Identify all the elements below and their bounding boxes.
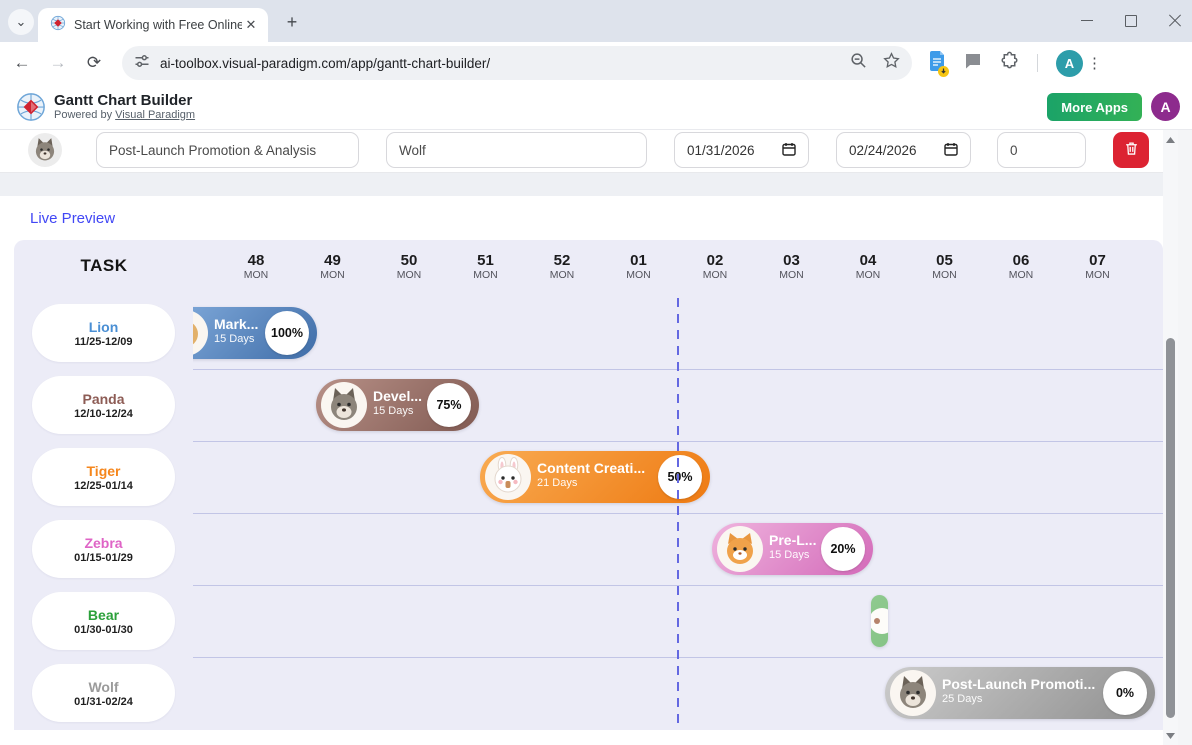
progress-input[interactable]	[997, 132, 1086, 168]
scrollbar-thumb[interactable]	[1166, 338, 1175, 718]
end-date-input[interactable]: 02/24/2026	[836, 132, 971, 168]
window-controls	[1080, 0, 1182, 42]
calendar-icon[interactable]	[782, 142, 796, 159]
bear-avatar-icon	[871, 608, 888, 634]
app-header: Gantt Chart Builder Powered by Visual Pa…	[0, 84, 1192, 130]
assignee-input[interactable]	[386, 132, 647, 168]
browser-profile-avatar[interactable]: A	[1056, 49, 1083, 77]
toolbar-separator	[1037, 54, 1038, 72]
progress-badge: 20%	[821, 527, 865, 571]
gantt-bar-marketing[interactable]: Mark...15 Days 100%	[193, 307, 317, 359]
gantt-bar-bear[interactable]	[871, 595, 888, 647]
tab-close-icon[interactable]: ✕	[245, 17, 257, 32]
rabbit-avatar-icon	[485, 454, 531, 500]
doc-extension-icon[interactable]	[928, 50, 949, 77]
tab-search-chevron-icon[interactable]: ⌄	[8, 9, 34, 35]
calendar-icon[interactable]	[944, 142, 958, 159]
tab-strip: ⌄ Start Working with Free Online ✕ +	[0, 0, 1192, 42]
task-column-header: TASK	[80, 256, 128, 275]
maximize-icon[interactable]	[1124, 14, 1138, 28]
extensions-area: A	[928, 49, 1083, 77]
back-icon[interactable]: ←	[13, 53, 31, 72]
minimize-icon[interactable]	[1080, 14, 1094, 28]
browser-menu-icon[interactable]: ⋮	[1087, 55, 1102, 72]
scroll-up-icon[interactable]	[1163, 132, 1178, 147]
gantt-bar-content-creation[interactable]: Content Creati...21 Days 50%	[480, 451, 710, 503]
more-apps-button[interactable]: More Apps	[1047, 93, 1142, 121]
start-date-input[interactable]: 01/31/2026	[674, 132, 809, 168]
gantt-plot-area: Mark...15 Days 100% Devel...15 Days 75% …	[193, 297, 1163, 730]
task-form-row: 01/31/2026 02/24/2026	[0, 130, 1163, 173]
live-preview-title: Live Preview	[30, 210, 116, 227]
site-settings-icon[interactable]	[134, 53, 150, 74]
wolf-avatar-icon	[890, 670, 936, 716]
new-tab-button[interactable]: +	[286, 11, 298, 32]
page-scrollbar[interactable]	[1163, 130, 1178, 745]
lion-avatar-icon	[193, 310, 208, 356]
chat-extension-icon[interactable]	[964, 52, 982, 75]
visual-paradigm-logo-icon	[16, 92, 46, 122]
reload-icon[interactable]: ⟳	[86, 53, 102, 72]
app-title: Gantt Chart Builder	[54, 92, 193, 109]
gantt-bar-post-launch[interactable]: Post-Launch Promoti...25 Days 0%	[885, 667, 1155, 719]
window-gutter	[1178, 130, 1192, 745]
forward-icon[interactable]: →	[49, 53, 67, 72]
favicon-icon	[50, 15, 66, 36]
powered-by: Powered by Visual Paradigm	[54, 109, 196, 121]
progress-badge: 0%	[1103, 671, 1147, 715]
gantt-bar-pre-launch[interactable]: Pre-L...15 Days 20%	[712, 523, 873, 575]
puzzle-extensions-icon[interactable]	[1000, 51, 1019, 75]
task-name-input[interactable]	[96, 132, 359, 168]
browser-tab[interactable]: Start Working with Free Online ✕	[38, 8, 268, 42]
visual-paradigm-link[interactable]: Visual Paradigm	[115, 109, 196, 121]
progress-badge: 50%	[658, 455, 702, 499]
user-avatar[interactable]: A	[1151, 92, 1180, 121]
wolf-avatar-icon	[28, 133, 62, 167]
wolf-avatar-icon	[321, 382, 367, 428]
bookmark-star-icon[interactable]	[883, 52, 900, 74]
close-icon[interactable]	[1168, 14, 1182, 28]
progress-badge: 75%	[427, 383, 471, 427]
today-marker-line	[677, 298, 679, 728]
cat-avatar-icon	[717, 526, 763, 572]
gantt-bar-development[interactable]: Devel...15 Days 75%	[316, 379, 479, 431]
url-text: ai-toolbox.visual-paradigm.com/app/gantt…	[160, 55, 491, 71]
page-content: 01/31/2026 02/24/2026 Live Preview TASK …	[0, 130, 1163, 745]
progress-badge: 100%	[265, 311, 309, 355]
trash-icon	[1124, 141, 1139, 159]
scroll-down-icon[interactable]	[1163, 728, 1178, 743]
delete-task-button[interactable]	[1113, 132, 1149, 168]
tab-title: Start Working with Free Online	[74, 18, 242, 32]
address-bar[interactable]: ai-toolbox.visual-paradigm.com/app/gantt…	[122, 46, 912, 80]
browser-toolbar: ← → ⟳ ai-toolbox.visual-paradigm.com/app…	[0, 42, 1192, 84]
zoom-out-icon[interactable]	[850, 52, 867, 74]
